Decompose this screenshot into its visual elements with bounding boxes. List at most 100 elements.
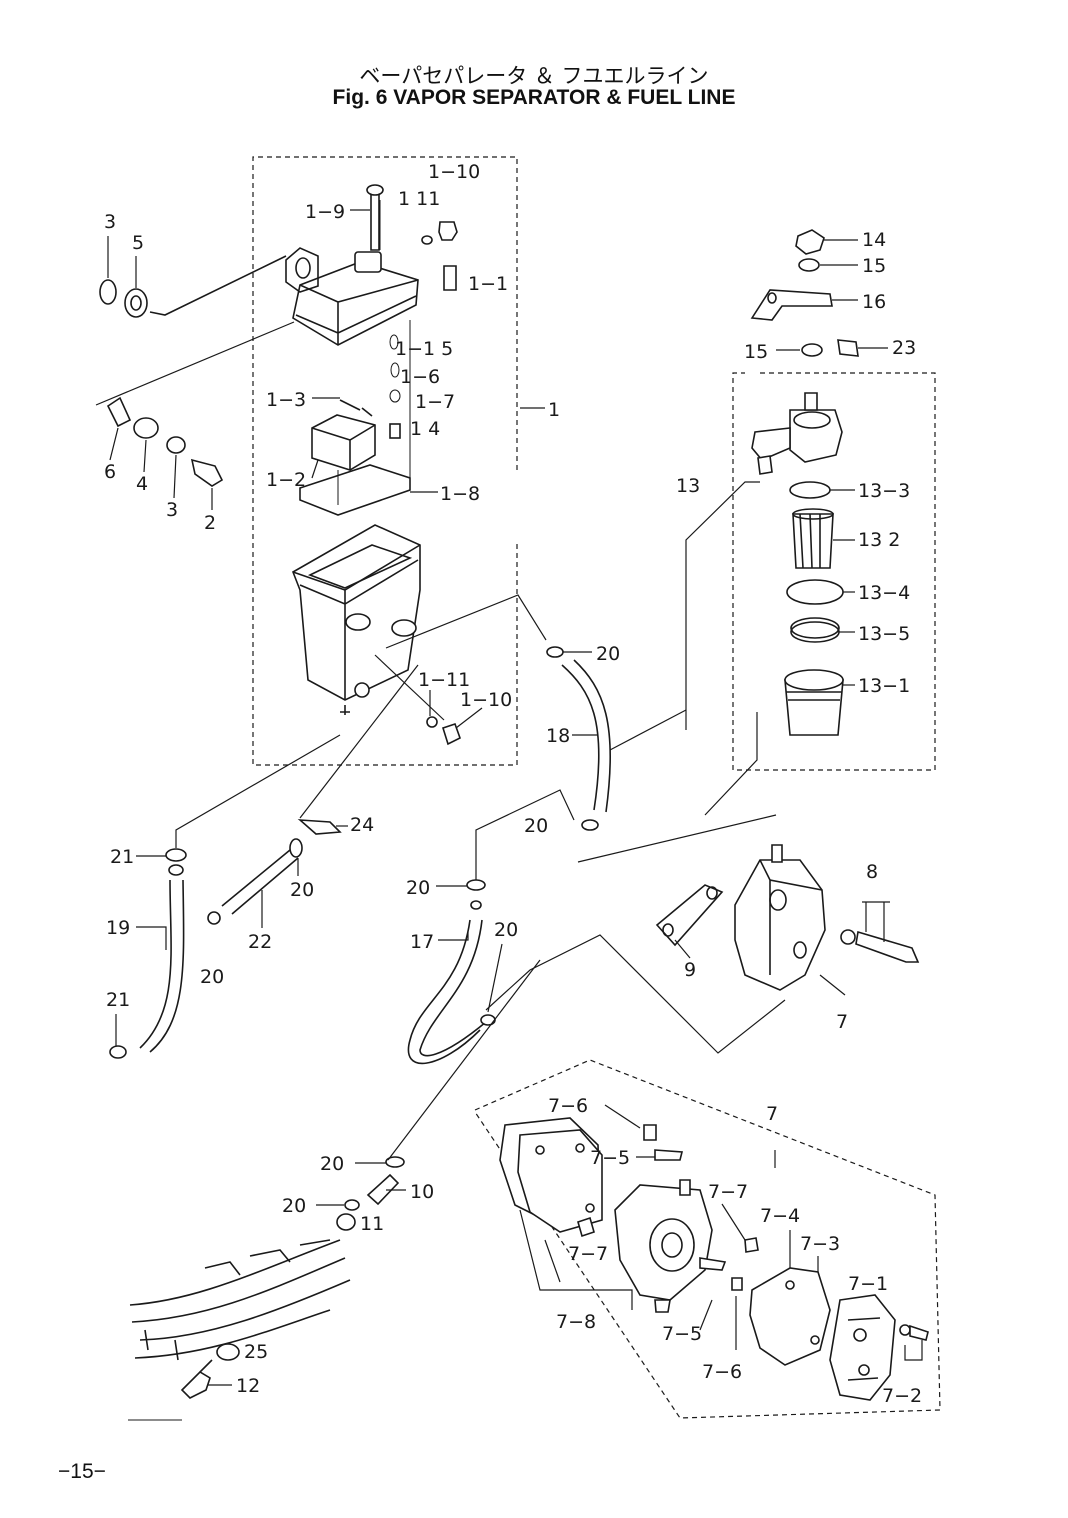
engine-bracket	[128, 1239, 351, 1421]
callout-24: 24	[350, 814, 374, 836]
callout-1-6: 1−6	[400, 366, 440, 388]
fitting-11	[336, 1213, 356, 1231]
callout-13-2: 13 2	[858, 529, 900, 551]
part-callouts: 1−10 1−9 1 11 1−1 1−1 5 1−6 1−3 1−7 1 4 …	[104, 161, 922, 1407]
callout-7-7-b: 7−7	[568, 1243, 608, 1265]
callout-7-6-top: 7−6	[548, 1095, 588, 1117]
callout-7-6-bottom: 7−6	[702, 1361, 742, 1383]
ring-13-5	[790, 621, 840, 643]
float-1-2	[311, 414, 376, 471]
callout-6: 6	[104, 461, 116, 483]
callout-20-e: 20	[200, 966, 224, 988]
page-number: −15−	[58, 1460, 106, 1483]
pump-cover-7-1	[829, 1294, 896, 1401]
callout-7-5-top: 7−5	[590, 1147, 630, 1169]
fuel-filter-assembly	[732, 229, 936, 771]
callout-15-bottom: 15	[744, 341, 768, 363]
mounting-hardware	[95, 255, 295, 487]
fuel-pump-body	[734, 859, 826, 991]
callout-12: 12	[236, 1375, 260, 1397]
callout-3-bottom: 3	[166, 499, 178, 521]
grommet-25	[216, 1343, 240, 1361]
callout-7-5-bottom: 7−5	[662, 1323, 702, 1345]
pump-body	[614, 1184, 713, 1301]
callout-1-8: 1−8	[440, 483, 480, 505]
fitting-12	[180, 1370, 211, 1399]
callout-1-7: 1−7	[415, 391, 455, 413]
callout-7-7-a: 7−7	[708, 1181, 748, 1203]
callout-1-10-top: 1−10	[428, 161, 480, 183]
hose-19	[139, 879, 185, 1053]
callout-7-4: 7−4	[760, 1205, 800, 1227]
callout-20-f: 20	[494, 919, 518, 941]
callout-4: 4	[136, 473, 148, 495]
callout-18: 18	[546, 725, 570, 747]
callout-1-10-bottom: 1−10	[460, 689, 512, 711]
diaphragm-7-4	[749, 1267, 831, 1366]
callout-1-2: 1−2	[266, 469, 306, 491]
callout-7-8: 7−8	[556, 1311, 596, 1333]
callout-13-4: 13−4	[858, 582, 910, 604]
filter-head	[789, 409, 843, 463]
collar-6	[106, 396, 132, 428]
hose-10	[366, 1173, 400, 1206]
callout-15-top: 15	[862, 255, 886, 277]
callout-1-1: 1−1	[468, 273, 508, 295]
callout-1-3: 1−3	[266, 389, 306, 411]
callout-10: 10	[410, 1181, 434, 1203]
fuel-pump-group-box	[474, 1059, 941, 1419]
washer-3	[99, 279, 117, 305]
screw-1-9	[370, 191, 380, 251]
washer-15	[798, 258, 820, 272]
callout-21-top: 21	[110, 846, 134, 868]
callout-7-pump: 7	[836, 1011, 848, 1033]
o-ring-13-3	[789, 481, 831, 499]
callout-21-bottom: 21	[106, 989, 130, 1011]
fuel-pump-exploded	[474, 1059, 941, 1419]
callout-7-3: 7−3	[800, 1233, 840, 1255]
callout-1: 1	[548, 399, 560, 421]
callout-9: 9	[684, 959, 696, 981]
callout-8: 8	[866, 861, 878, 883]
callout-20-d: 20	[406, 877, 430, 899]
callout-20-a: 20	[596, 643, 620, 665]
callout-19: 19	[106, 917, 130, 939]
callout-20-g: 20	[320, 1153, 344, 1175]
grommet-5	[124, 288, 148, 318]
assembly-lead-lines	[175, 481, 890, 1161]
callout-1-4: 1 4	[410, 418, 440, 440]
callout-20-b: 20	[524, 815, 548, 837]
callout-7-1: 7−1	[848, 1273, 888, 1295]
fuel-pump	[655, 844, 920, 991]
callout-22: 22	[248, 931, 272, 953]
callout-3-top: 3	[104, 211, 116, 233]
clip-24	[297, 819, 342, 835]
callout-17: 17	[410, 931, 434, 953]
hose-17	[407, 919, 487, 1065]
figure-title-japanese: ベーパセパレータ ＆ フユエルライン	[359, 64, 709, 88]
gasket-1-8	[299, 464, 411, 516]
callout-1-11-top: 1 11	[398, 188, 440, 210]
o-ring-13-4	[786, 579, 844, 605]
callout-11: 11	[360, 1213, 384, 1235]
callout-14: 14	[862, 229, 886, 251]
vapor-separator-group-box	[252, 156, 518, 766]
callout-2: 2	[204, 512, 216, 534]
separator-bowl	[292, 524, 421, 701]
washer-15-lower	[801, 343, 823, 357]
callout-1-9: 1−9	[305, 201, 345, 223]
nut-14	[795, 229, 825, 255]
callout-7-group: 7	[766, 1103, 778, 1125]
callout-25: 25	[244, 1341, 268, 1363]
hose-18	[561, 659, 612, 813]
figure-title-english: Fig. 6 VAPOR SEPARATOR & FUEL LINE	[332, 86, 736, 109]
callout-13-1: 13−1	[858, 675, 910, 697]
filter-element-13-2	[792, 513, 834, 569]
bolt-2	[190, 458, 224, 487]
callout-13-5: 13−5	[858, 623, 910, 645]
callout-16: 16	[862, 291, 886, 313]
vapor-separator-assembly	[252, 156, 518, 766]
hose-22	[221, 849, 299, 915]
